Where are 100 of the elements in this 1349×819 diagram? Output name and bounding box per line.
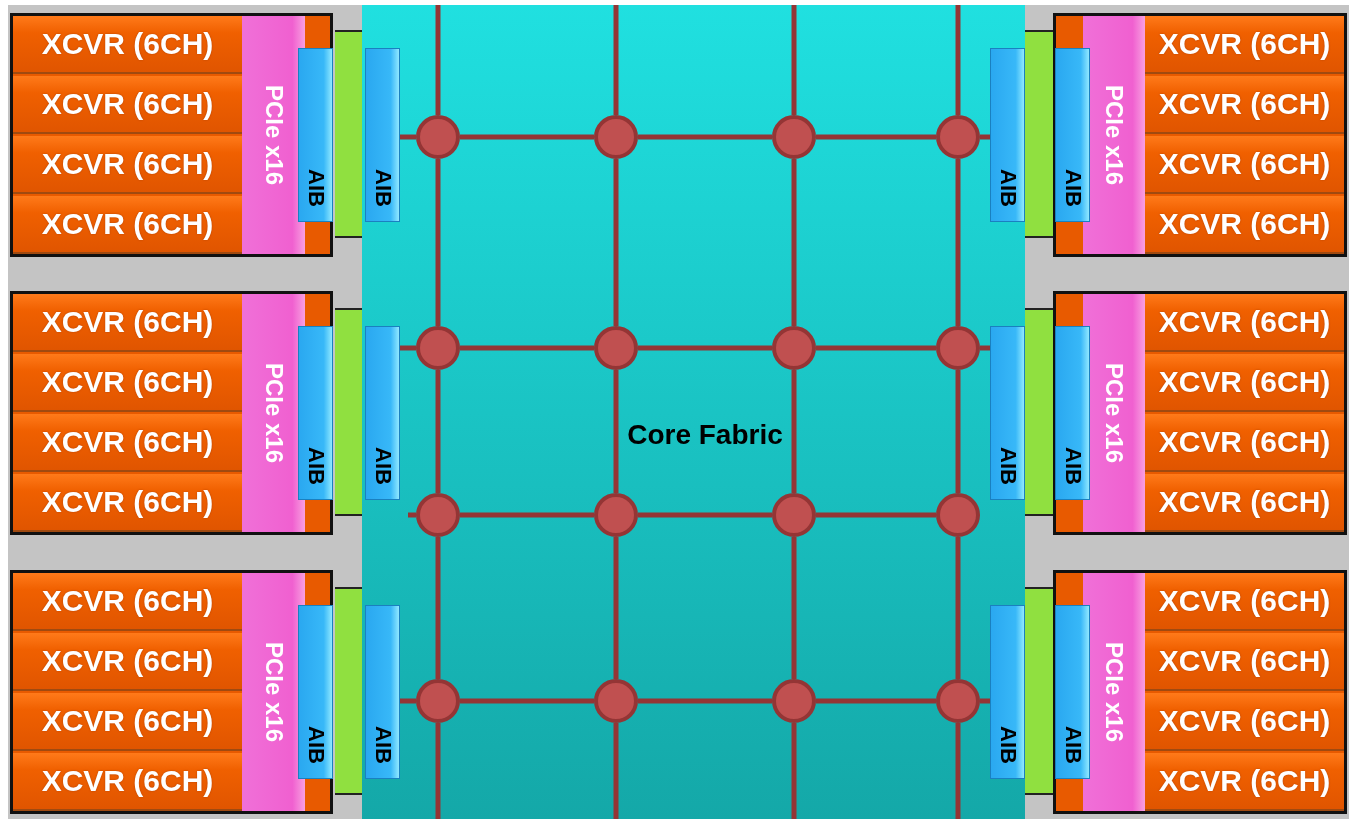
router-node — [936, 115, 980, 159]
aib-block — [990, 326, 1025, 500]
transceiver-block — [1145, 76, 1344, 134]
mesh-link — [400, 345, 416, 351]
block-label: PCIe x16 — [1100, 362, 1128, 464]
mesh-link — [980, 134, 990, 140]
bridge-bar — [335, 587, 362, 795]
pcie-block — [242, 573, 305, 811]
block-label: XCVR (6CH) — [1158, 485, 1331, 519]
block-label: XCVR (6CH) — [1158, 704, 1331, 738]
bridge-bar — [335, 308, 362, 516]
transceiver-block — [13, 294, 242, 352]
chiplet-tile — [10, 291, 333, 535]
aib-block — [365, 48, 400, 222]
aib-block — [365, 605, 400, 779]
transceiver-block — [1145, 16, 1344, 74]
block-label: XCVR (6CH) — [1158, 207, 1331, 241]
fabric-label: Core Fabric — [627, 419, 783, 451]
core-fabric — [362, 5, 1025, 819]
transceiver-block — [13, 136, 242, 194]
transceiver-block — [1145, 136, 1344, 194]
block-label: AIB — [1059, 726, 1086, 764]
mesh-link — [408, 512, 416, 518]
mesh-link — [400, 134, 416, 140]
transceiver-block — [13, 414, 242, 472]
transceiver-block — [13, 354, 242, 412]
block-label: XCVR (6CH) — [1158, 147, 1331, 181]
router-node — [936, 493, 980, 537]
block-label: AIB — [994, 447, 1021, 485]
pcie-block — [1083, 16, 1145, 254]
mesh-link — [816, 134, 936, 140]
block-label: XCVR (6CH) — [41, 207, 214, 241]
router-node — [772, 679, 816, 723]
mesh-link — [638, 698, 772, 704]
mesh-link — [613, 159, 619, 326]
mesh-link — [613, 723, 619, 819]
mesh-link — [955, 5, 961, 115]
block-label: XCVR (6CH) — [1158, 764, 1331, 798]
block-label: PCIe x16 — [259, 641, 288, 743]
mesh-link — [791, 159, 797, 326]
block-label: XCVR (6CH) — [41, 704, 214, 738]
router-node — [594, 115, 638, 159]
block-label: XCVR (6CH) — [1158, 365, 1331, 399]
aib-block — [365, 326, 400, 500]
router-node — [594, 326, 638, 370]
mesh-link — [980, 345, 990, 351]
transceiver-block — [1145, 573, 1344, 631]
transceiver-block — [13, 196, 242, 254]
mesh-link — [955, 370, 961, 493]
bridge-bar — [1025, 587, 1053, 795]
chiplet-tile — [10, 570, 333, 814]
aib-block — [298, 326, 333, 500]
block-label: PCIe x16 — [259, 84, 288, 186]
aib-block — [1055, 605, 1090, 779]
pcie-block — [242, 16, 305, 254]
router-node — [936, 679, 980, 723]
router-node — [772, 493, 816, 537]
transceiver-block — [1145, 474, 1344, 532]
transceiver-block — [1145, 354, 1344, 412]
mesh-link — [816, 345, 936, 351]
transceiver-block — [13, 693, 242, 751]
mesh-link — [613, 5, 619, 115]
aib-block — [990, 605, 1025, 779]
block-label: AIB — [1059, 169, 1086, 207]
aib-block — [1055, 326, 1090, 500]
mesh-link — [638, 512, 772, 518]
transceiver-block — [13, 16, 242, 74]
router-node — [594, 493, 638, 537]
block-label: XCVR (6CH) — [1158, 305, 1331, 339]
block-label: XCVR (6CH) — [41, 365, 214, 399]
block-label: XCVR (6CH) — [1158, 87, 1331, 121]
transceiver-block — [1145, 196, 1344, 254]
block-label: XCVR (6CH) — [1158, 27, 1331, 61]
pcie-block — [1083, 294, 1145, 532]
pcie-block — [242, 294, 305, 532]
chiplet-tile — [10, 13, 333, 257]
block-label: XCVR (6CH) — [41, 425, 214, 459]
mesh-link — [791, 370, 797, 493]
transceiver-block — [13, 633, 242, 691]
block-label: XCVR (6CH) — [1158, 644, 1331, 678]
router-node — [772, 326, 816, 370]
block-label: XCVR (6CH) — [41, 644, 214, 678]
mesh-link — [955, 723, 961, 819]
aib-block — [1055, 48, 1090, 222]
router-node — [936, 326, 980, 370]
block-label: XCVR (6CH) — [41, 764, 214, 798]
chiplet-tile — [1053, 13, 1347, 257]
mesh-link — [435, 537, 441, 679]
bridge-bar — [1025, 30, 1053, 238]
transceiver-block — [1145, 414, 1344, 472]
block-label: PCIe x16 — [1100, 84, 1128, 186]
bridge-bar — [1025, 308, 1053, 516]
block-label: PCIe x16 — [259, 362, 288, 464]
mesh-link — [816, 698, 936, 704]
transceiver-block — [1145, 633, 1344, 691]
mesh-link — [791, 537, 797, 679]
block-label: AIB — [302, 447, 329, 485]
mesh-link — [613, 537, 619, 679]
mesh-link — [638, 134, 772, 140]
transceiver-block — [1145, 294, 1344, 352]
